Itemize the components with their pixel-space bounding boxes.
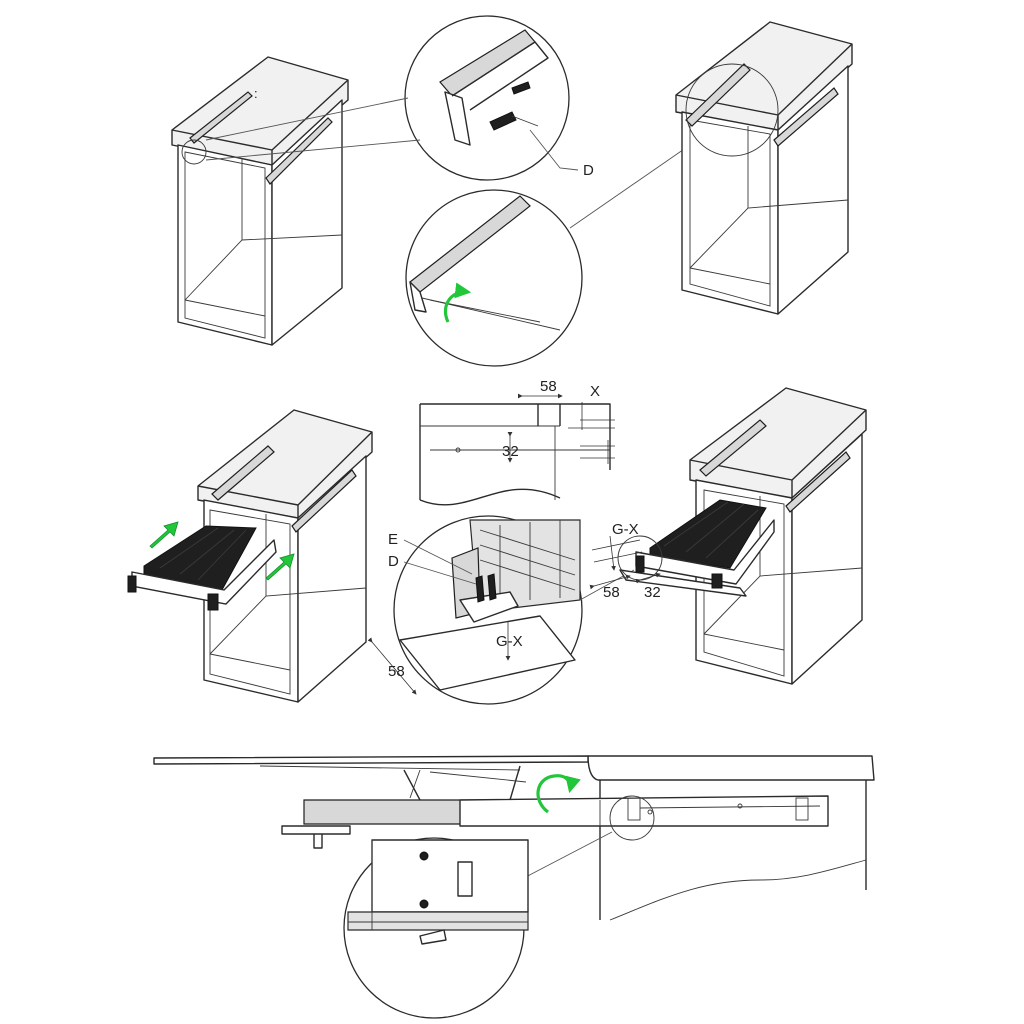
detail-rail-circle — [405, 144, 691, 367]
dim-58-right: 58 — [603, 584, 620, 601]
side-view-slide — [153, 755, 875, 921]
green-arrow-icon — [265, 553, 295, 581]
dimension-sketch: 58 X 32 — [419, 378, 615, 506]
svg-text::: : — [254, 86, 258, 101]
dim-58-top: 58 — [540, 378, 557, 395]
cabinet-step4 — [127, 409, 373, 703]
dim-32-top: 32 — [502, 443, 519, 460]
label-e: E — [388, 531, 398, 548]
dim-gx-right: G-X — [612, 521, 639, 538]
cabinet-step1: : — [171, 56, 349, 346]
detail-bracket-circle: E D G-X 58 — [367, 515, 635, 705]
label-d: D — [388, 553, 399, 570]
dim-32-right: 32 — [644, 584, 661, 601]
cabinet-step2 — [675, 21, 853, 315]
detail-screw-circle: D — [205, 15, 594, 181]
dim-gx-mid: G-X — [496, 633, 523, 650]
cabinet-step6: G-X 58 32 — [589, 387, 867, 685]
dim-x: X — [590, 383, 600, 400]
green-arrow-icon — [149, 521, 179, 549]
label-screw-d: D — [583, 162, 594, 179]
detail-bottom-circle — [343, 837, 529, 1019]
dim-58-mid: 58 — [388, 663, 405, 680]
green-rotate-icon — [536, 774, 581, 814]
